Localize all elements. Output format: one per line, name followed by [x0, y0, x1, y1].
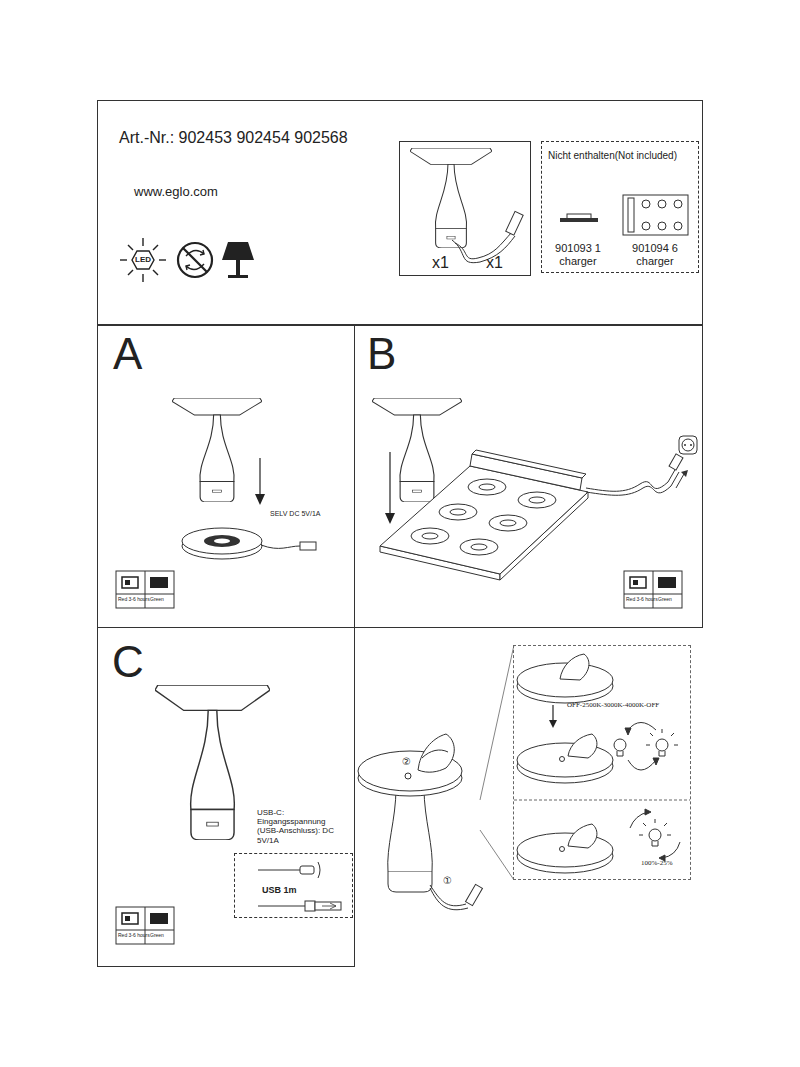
node-text: Art.-Nr.: 902453 902454 902568	[119, 129, 348, 147]
voltage-label: SELV DC 5V/1A	[270, 510, 320, 518]
node-text: C	[112, 637, 144, 688]
node-text: 100%-25%	[641, 859, 673, 867]
node-text: B	[367, 329, 396, 380]
node-text: USB 1m	[262, 885, 297, 895]
step-panel: A	[97, 325, 355, 628]
step-panel: B	[354, 325, 703, 628]
input-voltage-note: USB-C: Eingangsspannung (USB-Anschluss):…	[257, 808, 337, 845]
indicator-text: Red 3-6 hours	[118, 933, 150, 939]
indicator-text: Green	[150, 597, 164, 603]
node-text: www.eglo.com	[134, 185, 218, 200]
contents-box: x1 x1	[399, 141, 531, 276]
indicator-text: Green	[150, 933, 164, 939]
node-text: x1	[432, 254, 449, 272]
callout-number: ②	[402, 756, 411, 768]
indicator-text: Green	[658, 597, 672, 603]
node-text: Nicht enthalten(Not included)	[548, 150, 677, 162]
node-text: OFF-2500K-3000K-4000K-OFF	[567, 701, 659, 709]
node-text: x1	[486, 254, 503, 272]
node-text: 901094 6 charger	[627, 242, 683, 267]
indicator-text: Red 3-6 hours	[118, 597, 150, 603]
led-label: LED	[135, 255, 151, 264]
callout-number: ①	[443, 875, 452, 887]
header-panel: Art.-Nr.: 902453 902454 902568 www.eglo.c…	[97, 100, 703, 325]
node-text: 901093 1 charger	[550, 242, 606, 267]
cable-box: USB 1m	[234, 853, 353, 918]
function-box: OFF-2500K-3000K-4000K-OFF 100%-25%	[513, 645, 691, 880]
indicator-text: Red 3-6 hours	[626, 597, 658, 603]
not-included-box: Nicht enthalten(Not included) 901093 1 ch…	[541, 141, 699, 273]
node-text: A	[113, 329, 142, 380]
step-panel: C USB 1m	[97, 627, 355, 967]
